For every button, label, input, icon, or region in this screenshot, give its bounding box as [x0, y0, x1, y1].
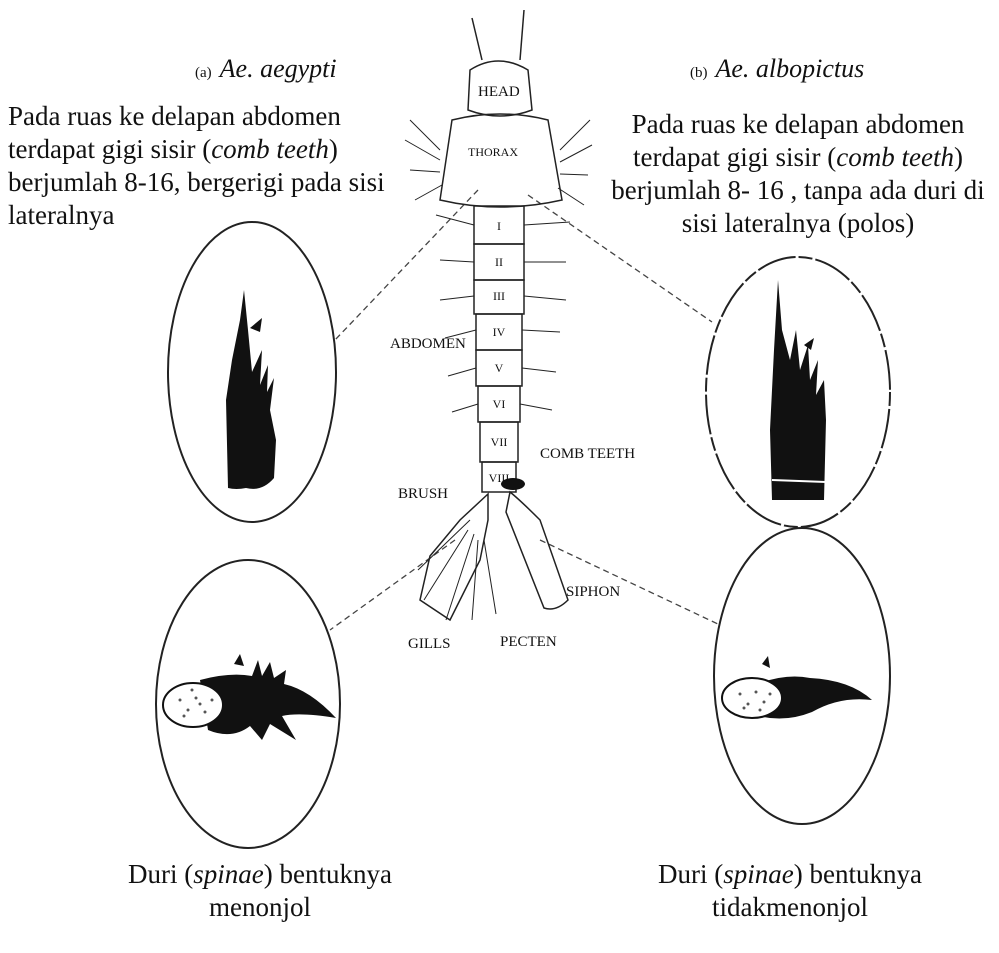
segment-label-3: III — [493, 289, 505, 303]
connector-comb-a — [335, 190, 478, 340]
larva-thorax — [440, 114, 562, 207]
antenna-right — [520, 10, 524, 60]
segment-label-6: VI — [493, 397, 506, 411]
label-comb-teeth: COMB TEETH — [540, 446, 635, 462]
segment-label-5: V — [495, 361, 504, 375]
segment-label-8: VIII — [489, 471, 510, 485]
label-pecten: PECTEN — [500, 634, 557, 650]
segment-label-7: VII — [491, 435, 508, 449]
connector-lines — [330, 190, 720, 630]
label-gills: GILLS — [408, 636, 451, 652]
connector-spine-b — [540, 540, 720, 625]
label-siphon: SIPHON — [566, 584, 620, 600]
antenna-left — [472, 18, 482, 60]
segment-label-4: IV — [493, 325, 506, 339]
larva-siphon — [506, 492, 568, 609]
spine-a-shape — [163, 654, 336, 740]
connector-comb-b — [528, 195, 712, 322]
spine-ellipse-b — [714, 528, 890, 824]
pointer-arrow-a — [250, 318, 262, 332]
segment-numerals: I II III IV V VI VII VIII — [489, 219, 510, 485]
comb-tooth-b-shape — [770, 280, 826, 500]
spine-b-shape — [722, 656, 872, 719]
comb-tooth-a-shape — [226, 290, 276, 489]
larva-brush — [420, 494, 488, 620]
pointer-arrow-b — [804, 338, 814, 350]
segment-label-1: I — [497, 219, 501, 233]
label-abdomen: ABDOMEN — [390, 336, 466, 352]
label-brush: BRUSH — [398, 486, 448, 502]
label-head: HEAD — [478, 84, 520, 100]
larva-body — [405, 10, 592, 620]
segment-label-2: II — [495, 255, 503, 269]
connector-spine-a — [330, 540, 455, 630]
label-thorax: THORAX — [468, 145, 518, 159]
